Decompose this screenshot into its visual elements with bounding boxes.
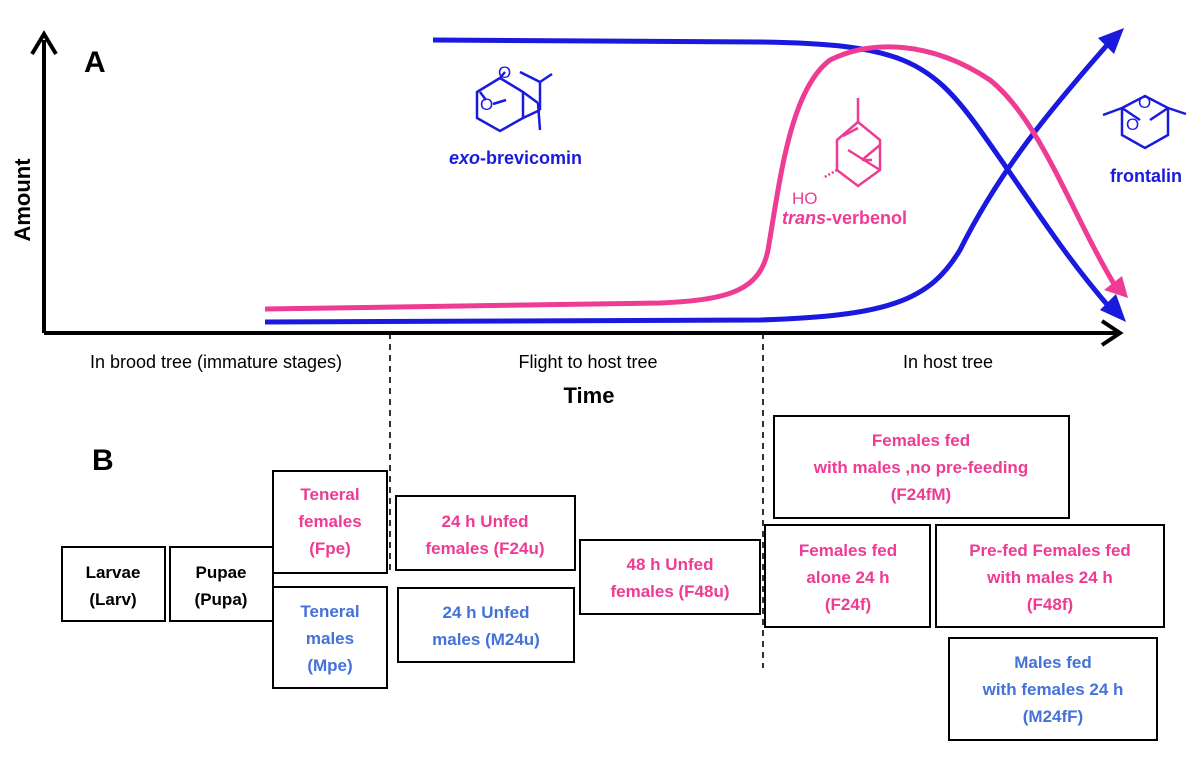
teneral-females-line-2: females bbox=[298, 512, 361, 531]
teneral-females-line-1: Teneral bbox=[300, 485, 359, 504]
frontalin-oxygen-1: O bbox=[1138, 93, 1151, 112]
trans-verbenol-prefix: trans bbox=[782, 208, 826, 228]
teneral-males-line-1: Teneral bbox=[300, 602, 359, 621]
frontalin-curve bbox=[264, 28, 1124, 325]
trans-verbenol-hydroxyl: HO bbox=[792, 189, 818, 208]
stage-box-unfed-females-24h: 24 h Unfed females (F24u) bbox=[395, 495, 576, 571]
unfed-females-24h-line-1: 24 h Unfed bbox=[442, 512, 529, 531]
females-fed-with-males-line-1: Females fed bbox=[872, 431, 970, 450]
females-fed-alone-line-1: Females fed bbox=[799, 541, 897, 560]
males-fed-line-3: (M24fF) bbox=[1023, 707, 1083, 726]
unfed-males-24h-line-1: 24 h Unfed bbox=[443, 603, 530, 622]
stage-box-females-fed-alone: Females fed alone 24 h (F24f) bbox=[764, 524, 931, 628]
stage-box-larvae: Larvae (Larv) bbox=[61, 546, 166, 622]
stage-box-unfed-females-48h: 48 h Unfed females (F48u) bbox=[579, 539, 761, 615]
unfed-females-24h-line-2: females (F24u) bbox=[425, 539, 544, 558]
larvae-line-1: Larvae bbox=[86, 563, 141, 582]
stage-box-teneral-males: Teneral males (Mpe) bbox=[272, 586, 388, 689]
unfed-males-24h-line-2: males (M24u) bbox=[432, 630, 540, 649]
exo-brevicomin-prefix: exo bbox=[449, 148, 480, 168]
phase-label-host-tree: In host tree bbox=[903, 352, 993, 372]
frontalin-label: frontalin bbox=[1110, 166, 1182, 186]
females-fed-alone-line-3: (F24f) bbox=[825, 595, 871, 614]
males-fed-line-1: Males fed bbox=[1014, 653, 1091, 672]
exo-brevicomin-label: exo-brevicomin bbox=[449, 148, 582, 168]
exo-brevicomin-curve bbox=[432, 37, 1126, 322]
panel-a-label: A bbox=[84, 46, 106, 79]
stage-box-males-fed: Males fed with females 24 h (M24fF) bbox=[948, 637, 1158, 741]
trans-verbenol-curve bbox=[264, 44, 1128, 312]
pupae-line-1: Pupae bbox=[195, 563, 246, 582]
trans-verbenol-structure bbox=[822, 98, 882, 188]
x-axis bbox=[44, 319, 1124, 347]
trans-verbenol-suffix: -verbenol bbox=[826, 208, 907, 228]
females-fed-alone-line-2: alone 24 h bbox=[806, 568, 889, 587]
unfed-females-48h-line-1: 48 h Unfed bbox=[627, 555, 714, 574]
males-fed-line-2: with females 24 h bbox=[982, 680, 1124, 699]
stage-box-females-fed-with-males: Females fed with males ,no pre-feeding (… bbox=[773, 415, 1070, 519]
prefed-females-line-2: with males 24 h bbox=[986, 568, 1113, 587]
y-axis-title: Amount bbox=[10, 158, 35, 242]
pupae-line-2: (Pupa) bbox=[195, 590, 248, 609]
exo-brevicomin-oxygen-2: O bbox=[480, 95, 493, 114]
stage-box-teneral-females: Teneral females (Fpe) bbox=[272, 470, 388, 574]
prefed-females-line-3: (F48f) bbox=[1027, 595, 1073, 614]
larvae-line-2: (Larv) bbox=[89, 590, 136, 609]
x-axis-title: Time bbox=[564, 383, 615, 408]
stage-box-pupae: Pupae (Pupa) bbox=[169, 546, 274, 622]
stage-box-unfed-males-24h: 24 h Unfed males (M24u) bbox=[397, 587, 575, 663]
females-fed-with-males-line-3: (F24fM) bbox=[891, 485, 951, 504]
exo-brevicomin-structure bbox=[475, 70, 553, 133]
panel-b-label: B bbox=[92, 444, 114, 477]
exo-brevicomin-oxygen-1: O bbox=[498, 63, 511, 82]
prefed-females-line-1: Pre-fed Females fed bbox=[969, 541, 1131, 560]
y-axis bbox=[30, 30, 58, 333]
unfed-females-48h-line-2: females (F48u) bbox=[610, 582, 729, 601]
frontalin-structure bbox=[1102, 94, 1187, 150]
frontalin-oxygen-2: O bbox=[1126, 115, 1139, 134]
teneral-males-line-3: (Mpe) bbox=[307, 656, 352, 675]
trans-verbenol-label: trans-verbenol bbox=[782, 208, 907, 228]
teneral-females-line-3: (Fpe) bbox=[309, 539, 351, 558]
stage-box-prefed-females: Pre-fed Females fed with males 24 h (F48… bbox=[935, 524, 1165, 628]
phase-label-flight: Flight to host tree bbox=[518, 352, 657, 372]
females-fed-with-males-line-2: with males ,no pre-feeding bbox=[813, 458, 1028, 477]
exo-brevicomin-suffix: -brevicomin bbox=[480, 148, 582, 168]
phase-label-brood-tree: In brood tree (immature stages) bbox=[90, 352, 342, 372]
teneral-males-line-2: males bbox=[306, 629, 354, 648]
